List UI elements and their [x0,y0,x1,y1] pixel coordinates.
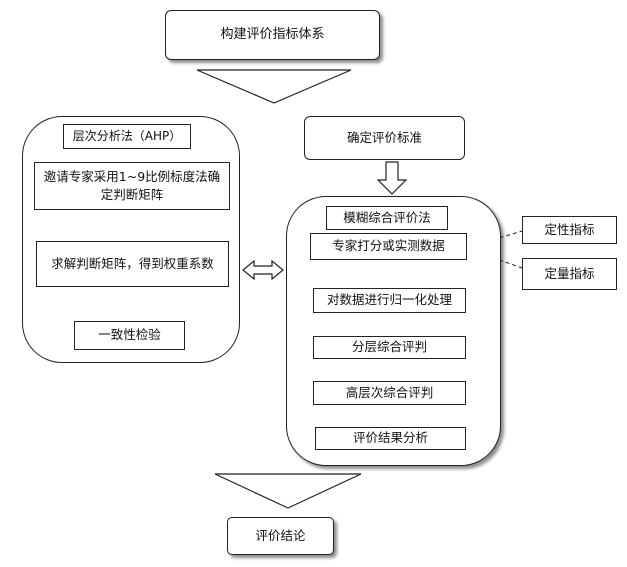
quantitative-indicator-label: 定量指标 [544,265,595,281]
fuzzy-step-high-level-label: 高层次综合评判 [345,384,434,400]
build-index-system-box: 构建评价指标体系 [165,10,380,60]
ahp-step-judgment-matrix: 邀请专家采用1~9比例标度法确定判断矩阵 [34,162,230,210]
ahp-title-box: 层次分析法（AHP） [63,124,191,149]
ahp-step-weights: 求解判断矩阵，得到权重系数 [36,241,229,287]
criteria-box: 确定评价标准 [304,116,465,160]
bottom-down-triangle [214,473,362,509]
fuzzy-step-result-analysis-label: 评价结果分析 [352,430,428,446]
double-arrow [242,259,284,281]
ahp-title: 层次分析法（AHP） [72,128,182,143]
ahp-step-consistency-label: 一致性检验 [98,327,161,343]
criteria-label: 确定评价标准 [346,129,422,145]
fuzzy-step-result-analysis: 评价结果分析 [315,427,466,450]
build-index-system-label: 构建评价指标体系 [220,26,325,42]
ahp-step-weights-label: 求解判断矩阵，得到权重系数 [51,255,214,271]
fuzzy-step-high-level: 高层次综合评判 [313,381,466,405]
qualitative-indicator-label: 定性指标 [544,221,595,237]
fuzzy-step-layered-label: 分层综合评判 [351,339,427,355]
criteria-down-arrow [376,161,408,195]
ahp-step-judgment-matrix-label: 邀请专家采用1~9比例标度法确定判断矩阵 [43,168,221,202]
fuzzy-title-box: 模糊综合评价法 [326,206,448,230]
conclusion-box: 评价结论 [227,517,334,555]
fuzzy-step-normalize-label: 对数据进行归一化处理 [326,292,452,308]
conclusion-label: 评价结论 [255,527,306,543]
ahp-step-consistency: 一致性检验 [74,321,185,350]
fuzzy-step-normalize: 对数据进行归一化处理 [313,288,466,313]
fuzzy-title: 模糊综合评价法 [343,209,431,225]
quantitative-indicator-box: 定量指标 [522,258,617,290]
fuzzy-step-scoring-label: 专家打分或实测数据 [332,238,445,254]
top-down-triangle [196,69,352,104]
fuzzy-step-scoring: 专家打分或实测数据 [310,233,467,260]
qualitative-indicator-box: 定性指标 [522,216,617,244]
fuzzy-step-layered: 分层综合评判 [313,336,466,359]
